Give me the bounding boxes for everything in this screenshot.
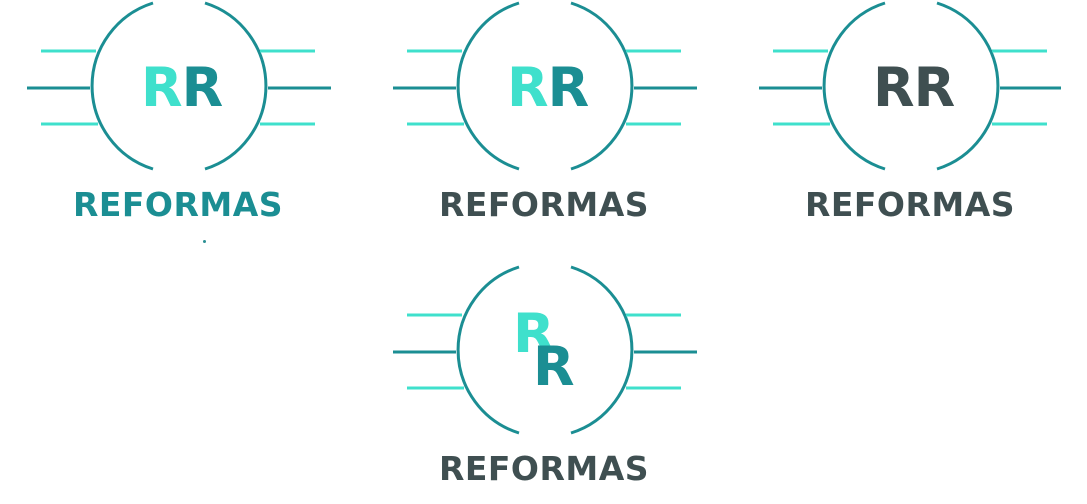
monogram-letter-top: R	[513, 302, 555, 365]
speed-circle-emblem	[393, 1, 697, 171]
wordmark: REFORMAS	[438, 449, 650, 488]
monogram-letter-2: R	[181, 56, 224, 119]
stray-dot	[203, 240, 206, 243]
monogram-letter-2: R	[547, 56, 590, 119]
logo-variant-2: RR REFORMAS	[389, 0, 699, 240]
monogram-letter-1: R	[873, 56, 915, 119]
monogram-letter-bottom: R	[533, 335, 575, 398]
monogram-letter-1: R	[507, 56, 549, 119]
speed-circle-emblem	[27, 1, 331, 171]
wordmark: REFORMAS	[438, 185, 650, 224]
monogram-letter-2: R	[913, 56, 956, 119]
logo-variant-4: R R REFORMAS	[389, 264, 699, 504]
logo-variant-1: RR REFORMAS	[23, 0, 333, 243]
monogram-letter-1: R	[141, 56, 183, 119]
wordmark: REFORMAS	[72, 185, 284, 224]
monogram: RR	[141, 61, 223, 115]
logo-variant-3: RR REFORMAS	[755, 0, 1065, 240]
monogram: RR	[507, 61, 589, 115]
monogram: RR	[873, 61, 955, 115]
speed-circle-emblem	[393, 265, 697, 435]
speed-circle-emblem	[759, 1, 1061, 171]
wordmark: REFORMAS	[804, 185, 1016, 224]
